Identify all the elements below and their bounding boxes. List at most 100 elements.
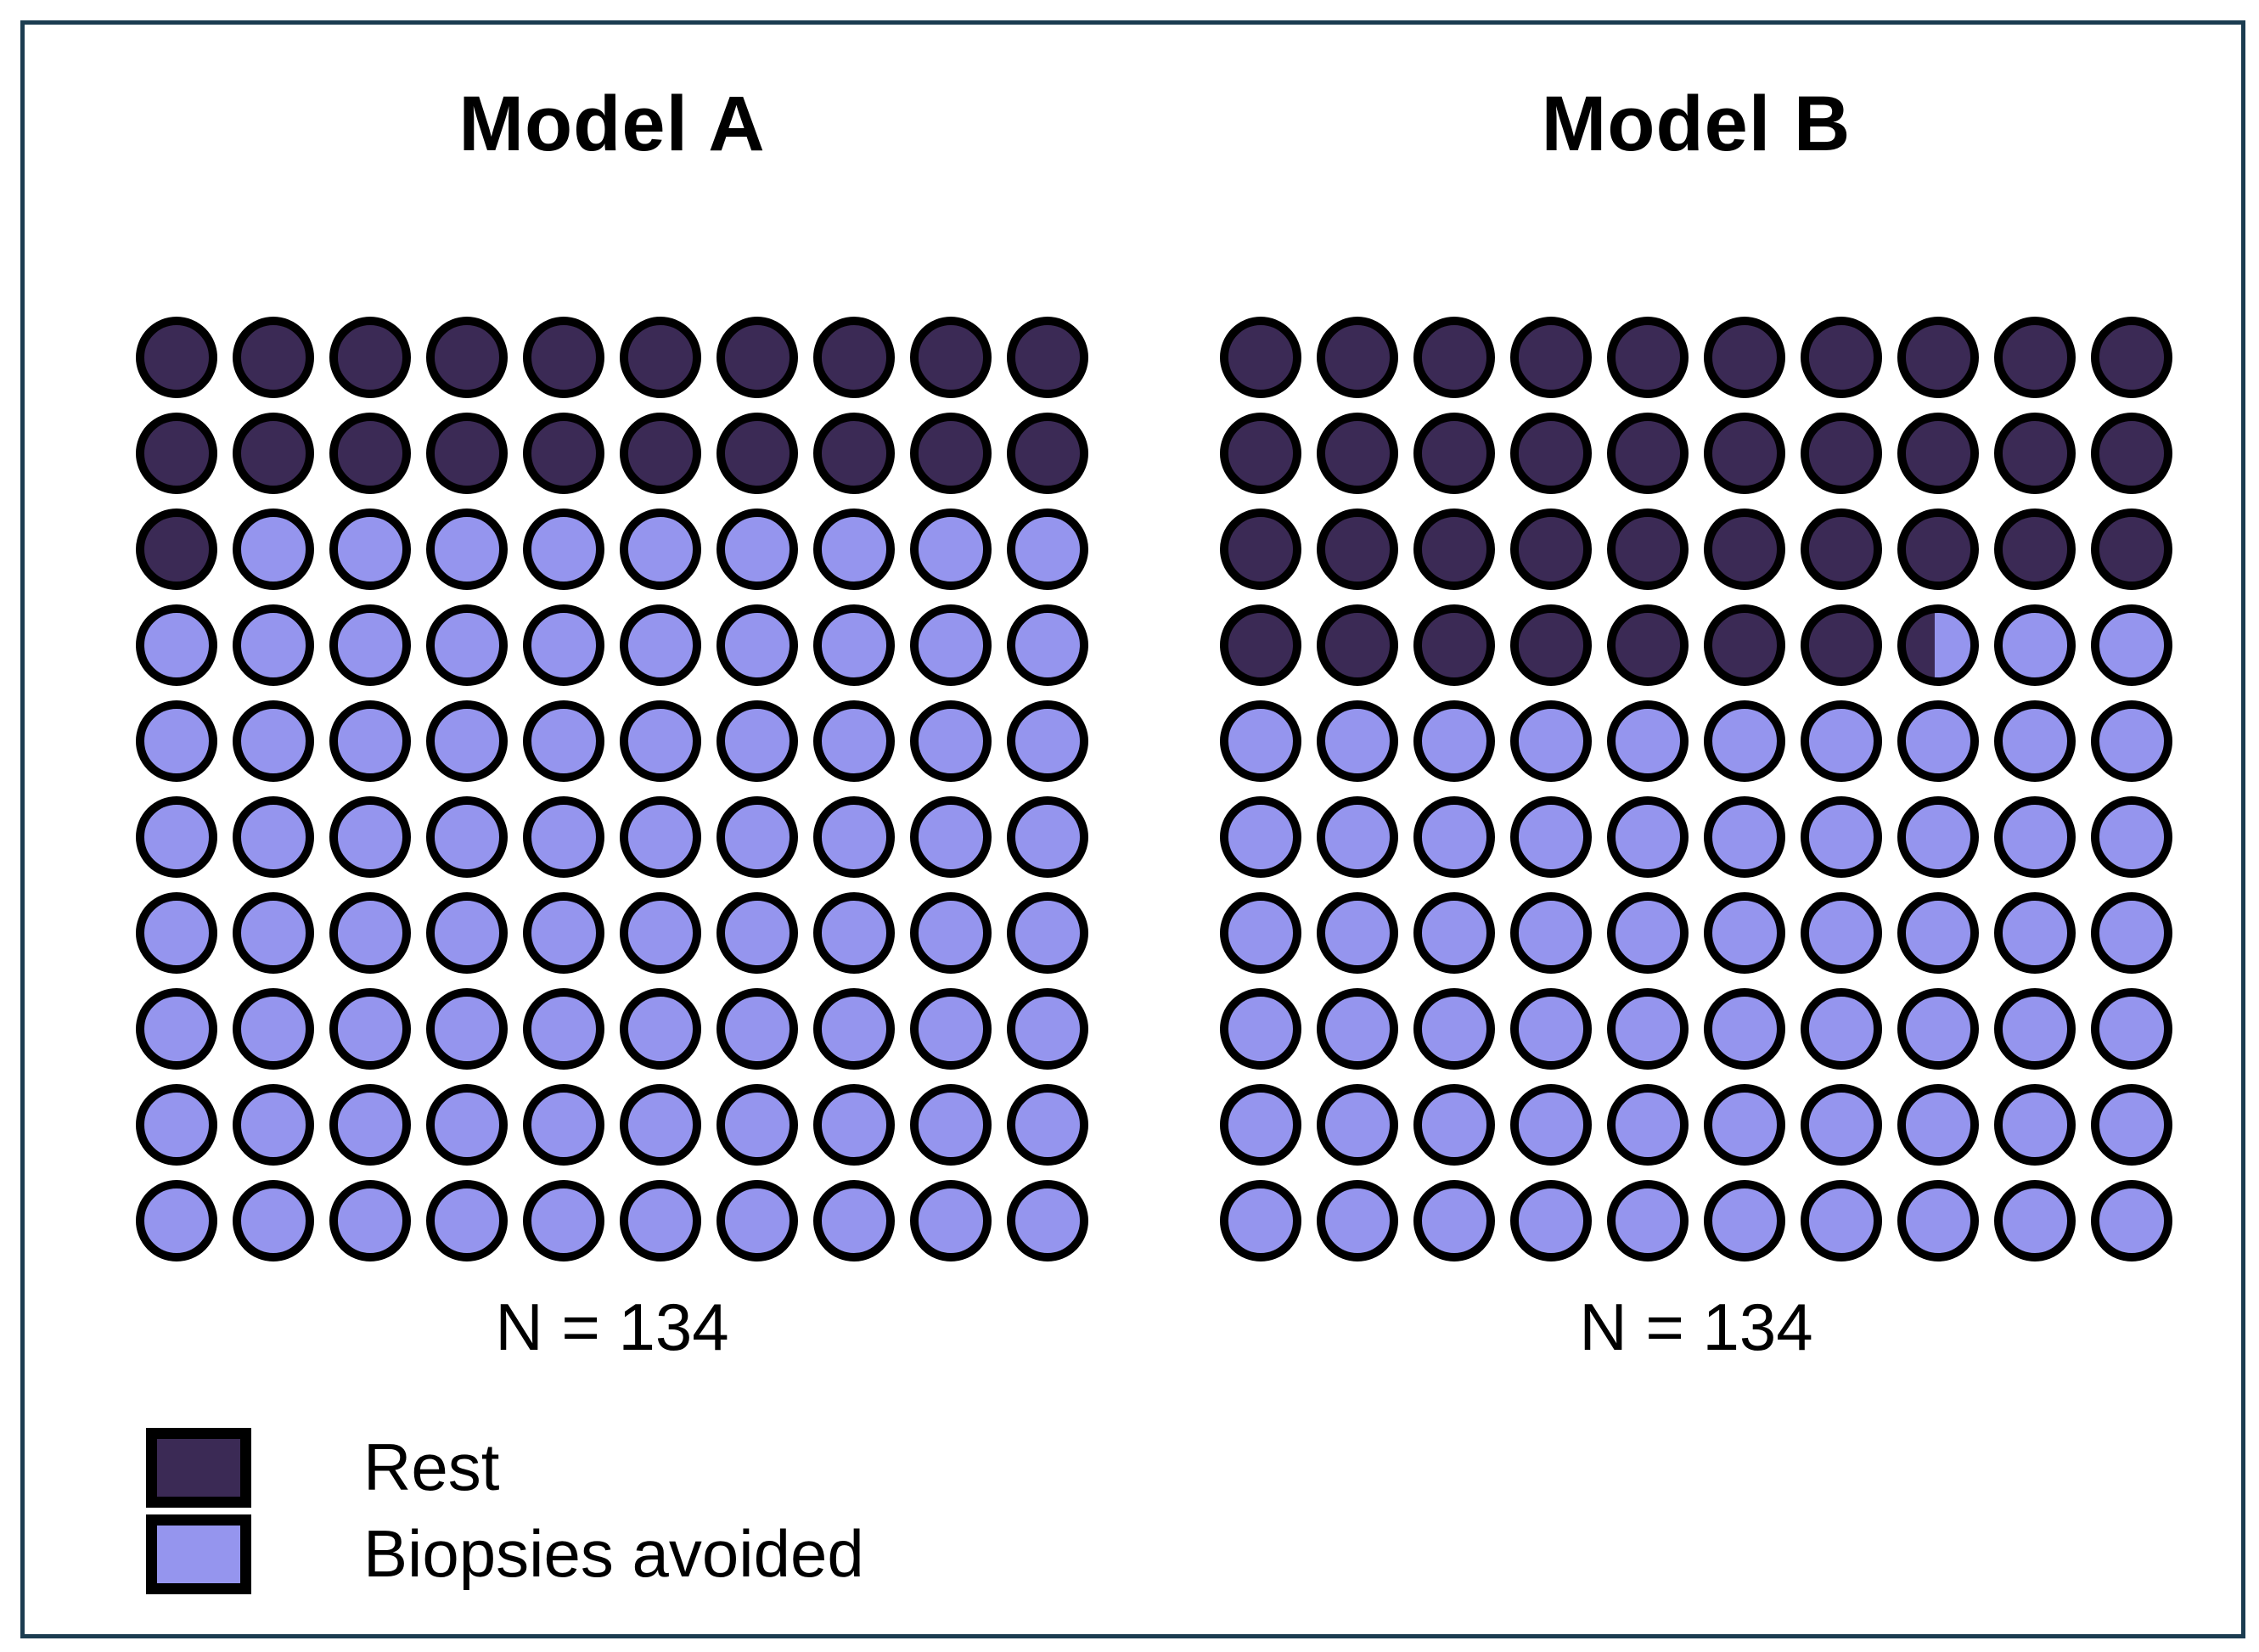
unit-circle-biopsies-avoided [1994, 892, 2076, 974]
unit-circle-biopsies-avoided [716, 892, 798, 974]
unit-circle-biopsies-avoided [233, 1180, 314, 1261]
unit-circle-biopsies-avoided [1607, 988, 1689, 1070]
unit-circle-rest [1220, 509, 1301, 590]
unit-circle-biopsies-avoided [426, 796, 508, 878]
unit-circle-biopsies-avoided [233, 892, 314, 974]
unit-circle-rest [716, 317, 798, 398]
unit-circle-rest [813, 317, 895, 398]
unit-circle-rest [1607, 413, 1689, 494]
unit-circle-rest [1704, 509, 1785, 590]
unit-circle-biopsies-avoided [329, 892, 411, 974]
unit-circle-biopsies-avoided [716, 604, 798, 686]
unit-circle-biopsies-avoided [716, 1180, 798, 1261]
unit-circle-biopsies-avoided [329, 604, 411, 686]
unit-circle-biopsies-avoided [910, 509, 992, 590]
unit-circle-rest [1897, 509, 1979, 590]
unit-circle-rest [426, 317, 508, 398]
unit-circle-biopsies-avoided [426, 509, 508, 590]
unit-circle-biopsies-avoided [813, 988, 895, 1070]
unit-circle-rest [1704, 604, 1785, 686]
unit-circle-biopsies-avoided [1317, 1084, 1398, 1166]
unit-circle-rest [1007, 317, 1088, 398]
unit-circle-rest [1801, 413, 1882, 494]
unit-circle-biopsies-avoided [813, 1084, 895, 1166]
unit-circle-biopsies-avoided [1007, 509, 1088, 590]
unit-circle-biopsies-avoided [1413, 796, 1495, 878]
unit-circle-biopsies-avoided [2091, 700, 2172, 782]
unit-circle-rest [1704, 317, 1785, 398]
unit-circle-biopsies-avoided [329, 988, 411, 1070]
unit-circle-rest [329, 317, 411, 398]
unit-circle-biopsies-avoided [1510, 892, 1592, 974]
unit-circle-biopsies-avoided [716, 700, 798, 782]
unit-circle-biopsies-avoided [426, 604, 508, 686]
unit-circle-biopsies-avoided [813, 892, 895, 974]
unit-circle-biopsies-avoided [426, 700, 508, 782]
panel-a-n-label: N = 134 [495, 1290, 729, 1364]
unit-circle-biopsies-avoided [813, 1180, 895, 1261]
rest-color-swatch [146, 1428, 251, 1508]
unit-circle-biopsies-avoided [620, 1180, 701, 1261]
unit-circle-biopsies-avoided [1994, 796, 2076, 878]
unit-circle-biopsies-avoided [1510, 796, 1592, 878]
unit-circle-biopsies-avoided [329, 700, 411, 782]
unit-circle-rest [1801, 604, 1882, 686]
unit-circle-biopsies-avoided [1801, 1180, 1882, 1261]
unit-circle-rest [136, 317, 217, 398]
unit-circle-rest [2091, 509, 2172, 590]
unit-circle-rest [1510, 413, 1592, 494]
unit-circle-biopsies-avoided [1607, 1180, 1689, 1261]
unit-circle-biopsies-avoided [136, 1084, 217, 1166]
unit-circle-biopsies-avoided [1220, 988, 1301, 1070]
unit-circle-partial [1897, 604, 1979, 686]
unit-circle-rest [1510, 509, 1592, 590]
unit-circle-rest [910, 317, 992, 398]
unit-circle-biopsies-avoided [1007, 1084, 1088, 1166]
unit-circle-biopsies-avoided [523, 988, 604, 1070]
unit-circle-rest [426, 413, 508, 494]
panel-b-title: Model B [1541, 81, 1852, 167]
unit-circle-biopsies-avoided [1801, 988, 1882, 1070]
legend-item-biopsies-avoided: Biopsies avoided [146, 1514, 864, 1594]
unit-circle-biopsies-avoided [620, 509, 701, 590]
unit-circle-biopsies-avoided [426, 988, 508, 1070]
unit-circle-biopsies-avoided [1317, 700, 1398, 782]
biopsies-avoided-color-swatch [146, 1514, 251, 1594]
unit-circle-biopsies-avoided [620, 988, 701, 1070]
unit-circle-biopsies-avoided [329, 1084, 411, 1166]
unit-circle-biopsies-avoided [1994, 1084, 2076, 1166]
unit-circle-biopsies-avoided [1007, 1180, 1088, 1261]
unit-circle-biopsies-avoided [426, 892, 508, 974]
unit-circle-biopsies-avoided [2091, 892, 2172, 974]
unit-circle-rest [1413, 509, 1495, 590]
unit-circle-biopsies-avoided [1317, 892, 1398, 974]
unit-circle-rest [1413, 317, 1495, 398]
unit-circle-rest [1317, 413, 1398, 494]
unit-circle-biopsies-avoided [620, 796, 701, 878]
unit-circle-rest [1897, 413, 1979, 494]
unit-circle-biopsies-avoided [1413, 1084, 1495, 1166]
unit-circle-biopsies-avoided [426, 1180, 508, 1261]
unit-circle-rest [1413, 413, 1495, 494]
unit-circle-biopsies-avoided [910, 604, 992, 686]
legend: Rest Biopsies avoided [146, 1428, 864, 1594]
unit-circle-biopsies-avoided [1897, 1180, 1979, 1261]
unit-circle-rest [1801, 317, 1882, 398]
unit-circle-biopsies-avoided [910, 988, 992, 1070]
panel-b-n-label: N = 134 [1579, 1290, 1813, 1364]
legend-item-rest: Rest [146, 1428, 864, 1508]
unit-circle-biopsies-avoided [620, 892, 701, 974]
unit-circle-biopsies-avoided [523, 509, 604, 590]
unit-circle-biopsies-avoided [1220, 700, 1301, 782]
unit-circle-biopsies-avoided [233, 988, 314, 1070]
unit-circle-biopsies-avoided [329, 1180, 411, 1261]
unit-circle-rest [2091, 413, 2172, 494]
unit-circle-biopsies-avoided [2091, 796, 2172, 878]
unit-circle-rest [1994, 317, 2076, 398]
unit-circle-biopsies-avoided [1607, 700, 1689, 782]
unit-circle-rest [620, 413, 701, 494]
unit-circle-biopsies-avoided [1007, 604, 1088, 686]
unit-circle-biopsies-avoided [1897, 988, 1979, 1070]
unit-circle-rest [716, 413, 798, 494]
unit-circle-rest [910, 413, 992, 494]
